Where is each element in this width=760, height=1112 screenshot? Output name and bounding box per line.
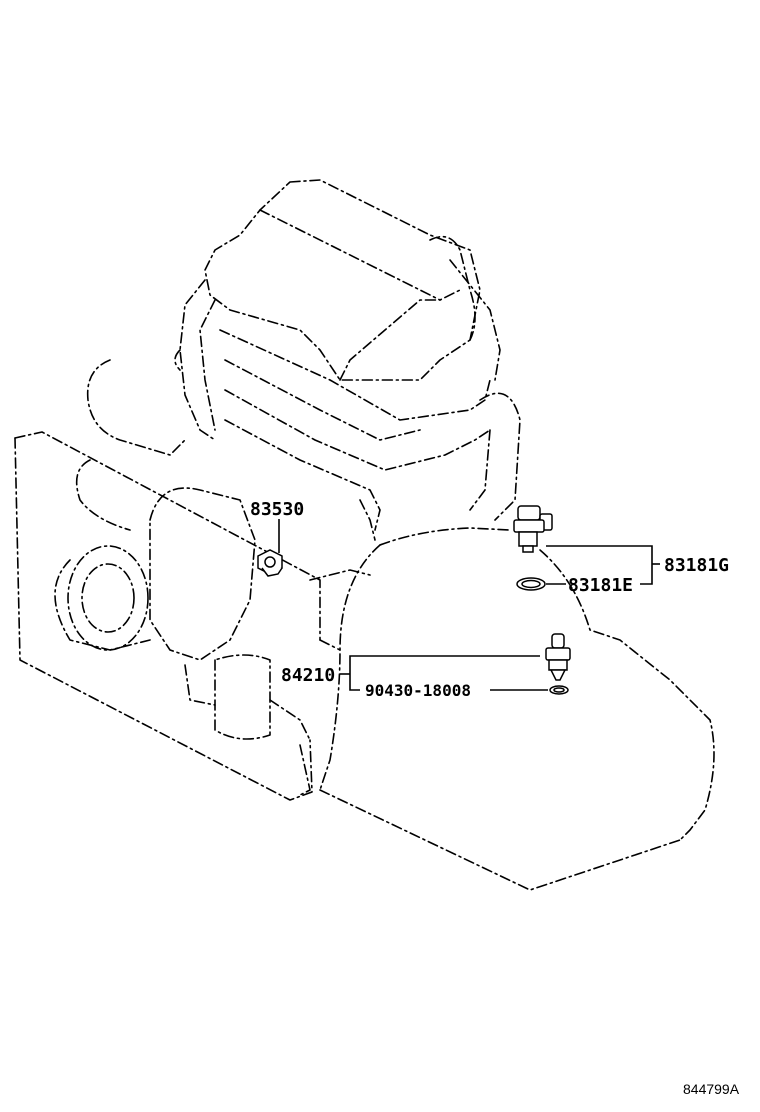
- part-label-83181G: 83181G: [664, 555, 729, 576]
- engine-outline: [14, 179, 715, 891]
- part-label-84210: 84210: [281, 665, 335, 686]
- sensor-83181G: [513, 505, 553, 553]
- leader-lines-84210: [340, 655, 548, 691]
- part-label-83530: 83530: [250, 499, 304, 520]
- sensor-84210: [545, 633, 571, 681]
- figure-reference: 844799A: [683, 1081, 740, 1097]
- part-label-83181E: 83181E: [568, 575, 633, 596]
- o-ring-83181E: [516, 577, 546, 591]
- oil-pressure-switch-83530: [257, 519, 283, 577]
- leader-lines-83181: [546, 545, 660, 585]
- gasket-90430-18008: [549, 685, 569, 695]
- part-label-90430-18008: 90430-18008: [365, 681, 471, 700]
